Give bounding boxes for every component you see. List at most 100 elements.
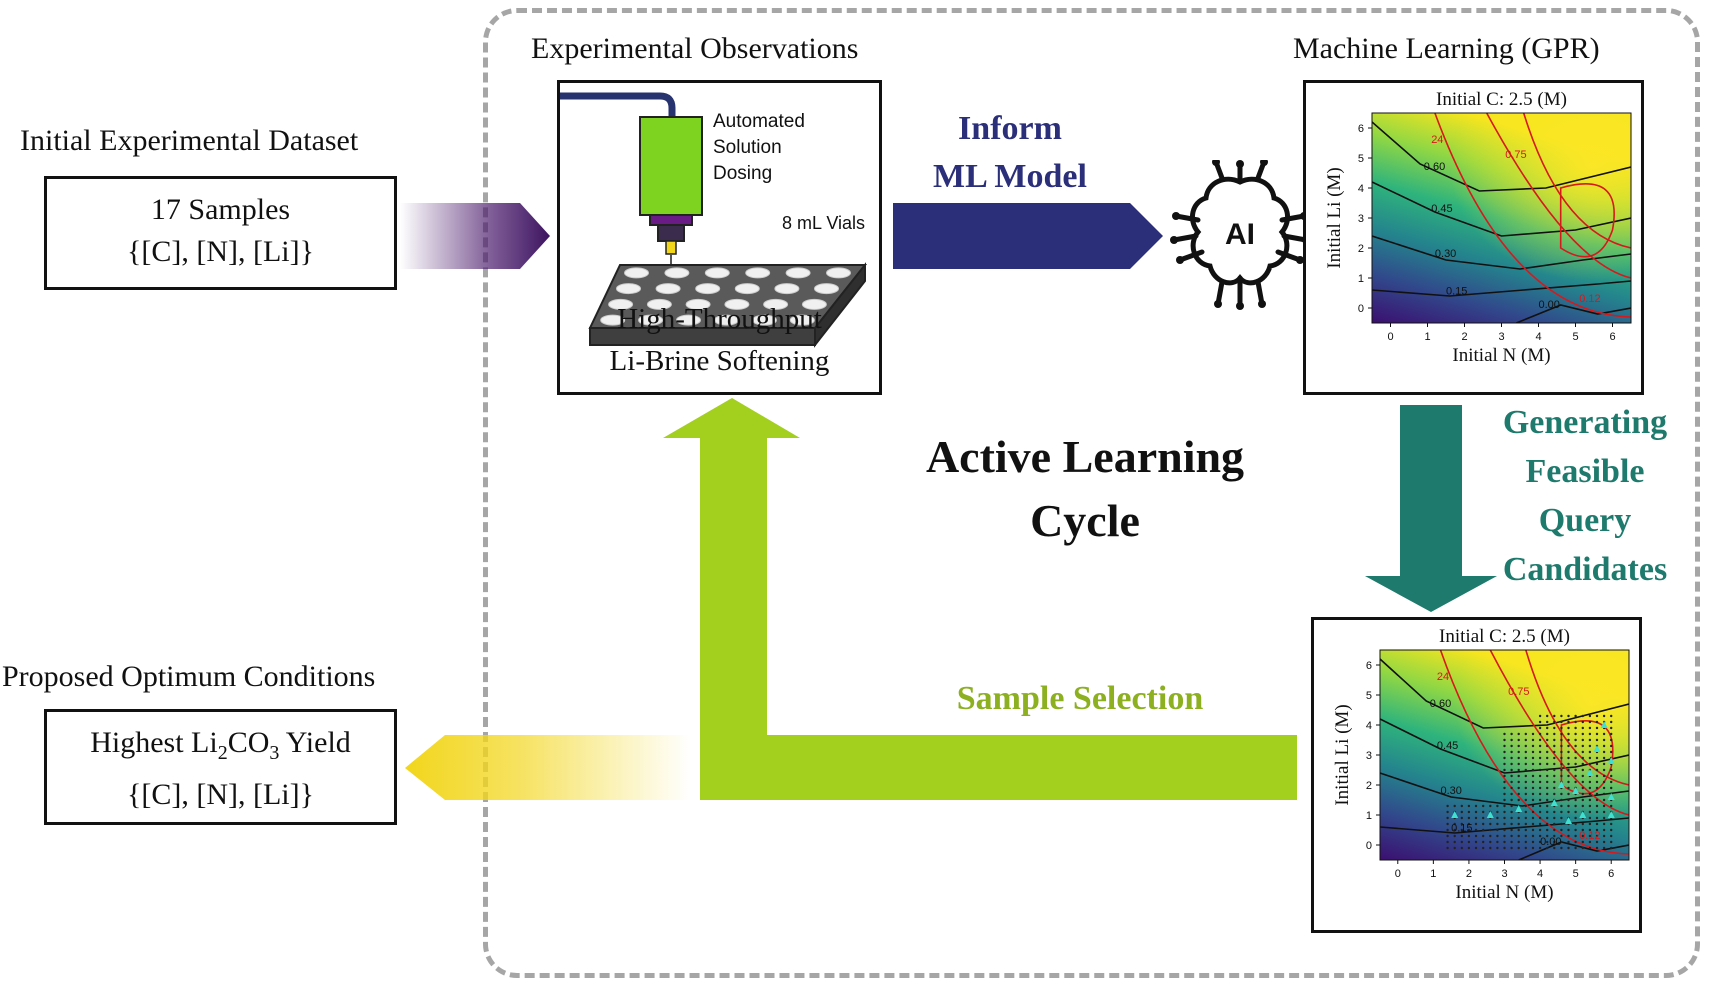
candidate-point bbox=[1482, 834, 1485, 838]
dosing-illustration: Automated Solution Dosing 8 mL Vials bbox=[560, 92, 868, 348]
candidate-point bbox=[1496, 846, 1499, 850]
candidate-point bbox=[1546, 750, 1549, 754]
candidate-point bbox=[1602, 756, 1606, 760]
candidate-point bbox=[1588, 786, 1592, 790]
dosing-tube bbox=[560, 92, 676, 123]
candidate-point bbox=[1503, 732, 1506, 736]
selected-query-point bbox=[1557, 781, 1565, 788]
candidate-point bbox=[1482, 804, 1485, 808]
candidate-point bbox=[1567, 786, 1570, 790]
candidate-point bbox=[1538, 762, 1542, 766]
candidate-point bbox=[1567, 780, 1570, 784]
candidate-point bbox=[1524, 816, 1527, 820]
candidate-point bbox=[1588, 756, 1592, 760]
candidate-point bbox=[1560, 750, 1563, 754]
candidate-point bbox=[1574, 762, 1577, 766]
vial-well bbox=[745, 267, 771, 279]
candidate-point bbox=[1581, 774, 1584, 778]
candidate-point bbox=[1560, 804, 1563, 808]
candidate-point bbox=[1595, 714, 1599, 718]
initial-dataset-title: Initial Experimental Dataset bbox=[20, 124, 359, 157]
candidate-point bbox=[1503, 744, 1506, 748]
black-contour-label: 0.15 bbox=[1451, 823, 1472, 835]
candidate-point bbox=[1610, 828, 1613, 832]
selected-query-point bbox=[1579, 811, 1587, 818]
candidate-point bbox=[1560, 828, 1563, 832]
y-tick-label: 0 bbox=[1366, 840, 1372, 852]
candidate-point bbox=[1610, 834, 1613, 838]
candidate-point bbox=[1446, 846, 1449, 850]
candidate-point bbox=[1602, 834, 1606, 838]
candidate-point bbox=[1510, 762, 1513, 766]
candidate-point bbox=[1588, 780, 1592, 784]
candidate-point bbox=[1538, 810, 1542, 814]
inform-line-1: Inform bbox=[958, 110, 1062, 147]
candidate-point bbox=[1553, 720, 1556, 724]
candidate-point bbox=[1531, 810, 1535, 814]
candidate-point bbox=[1460, 810, 1463, 814]
candidate-point bbox=[1574, 780, 1577, 784]
selected-query-point bbox=[1572, 787, 1580, 794]
candidate-point bbox=[1567, 762, 1570, 766]
candidate-point bbox=[1517, 768, 1520, 772]
candidate-point bbox=[1610, 744, 1613, 748]
black-contour-label: 0.00 bbox=[1539, 299, 1560, 311]
experimental-observations-title: Experimental Observations bbox=[531, 32, 859, 65]
candidate-point bbox=[1538, 846, 1542, 850]
candidate-point bbox=[1538, 726, 1542, 730]
x-tick-label: 5 bbox=[1572, 331, 1578, 343]
candidate-point bbox=[1482, 816, 1485, 820]
x-tick-label: 2 bbox=[1466, 868, 1472, 880]
candidate-point bbox=[1602, 816, 1606, 820]
candidate-point bbox=[1574, 768, 1577, 772]
black-contour-label: 0.15 bbox=[1446, 286, 1467, 298]
candidate-point bbox=[1588, 846, 1592, 850]
candidate-point bbox=[1574, 774, 1577, 778]
candidate-point bbox=[1453, 846, 1456, 850]
candidate-point bbox=[1560, 756, 1563, 760]
candidate-point bbox=[1610, 726, 1613, 730]
dosing-label-3: Dosing bbox=[713, 163, 772, 184]
candidate-point bbox=[1574, 828, 1577, 832]
candidate-point bbox=[1610, 732, 1613, 736]
candidate-point bbox=[1524, 840, 1527, 844]
candidate-point bbox=[1531, 732, 1535, 736]
candidate-point bbox=[1546, 744, 1549, 748]
candidate-point bbox=[1560, 774, 1563, 778]
initial-sample-count: 17 Samples bbox=[150, 193, 291, 226]
red-contour-label: 0.75 bbox=[1505, 149, 1526, 161]
candidate-point bbox=[1524, 810, 1527, 814]
candidate-point bbox=[1546, 720, 1549, 724]
candidate-point bbox=[1567, 750, 1570, 754]
candidate-point bbox=[1610, 714, 1613, 718]
x-tick-label: 1 bbox=[1424, 331, 1430, 343]
candidate-point bbox=[1510, 810, 1513, 814]
optimum-yield-line: Highest Li2CO3 Yield bbox=[47, 722, 394, 774]
black-contour-line bbox=[1515, 304, 1631, 323]
candidate-point bbox=[1560, 744, 1563, 748]
candidate-point bbox=[1531, 768, 1535, 772]
candidate-point bbox=[1595, 804, 1599, 808]
candidate-point bbox=[1546, 732, 1549, 736]
candidate-point bbox=[1602, 762, 1606, 766]
input-arrow bbox=[400, 203, 550, 269]
candidate-point bbox=[1446, 810, 1449, 814]
selected-query-point bbox=[1550, 799, 1558, 806]
selected-query-point bbox=[1451, 811, 1459, 818]
candidate-point bbox=[1560, 738, 1563, 742]
candidate-point bbox=[1531, 750, 1535, 754]
red-contour-line bbox=[1522, 113, 1631, 249]
candidate-point bbox=[1531, 840, 1535, 844]
candidate-point bbox=[1553, 726, 1556, 730]
candidate-point bbox=[1574, 810, 1577, 814]
candidate-point bbox=[1595, 810, 1599, 814]
x-tick-label: 0 bbox=[1387, 331, 1393, 343]
candidate-point bbox=[1553, 810, 1556, 814]
candidate-point bbox=[1446, 828, 1449, 832]
candidate-point bbox=[1588, 792, 1592, 796]
candidate-point bbox=[1517, 744, 1520, 748]
candidate-point bbox=[1560, 810, 1563, 814]
candidate-point bbox=[1538, 786, 1542, 790]
candidate-point bbox=[1517, 750, 1520, 754]
x-tick-label: 6 bbox=[1608, 868, 1614, 880]
